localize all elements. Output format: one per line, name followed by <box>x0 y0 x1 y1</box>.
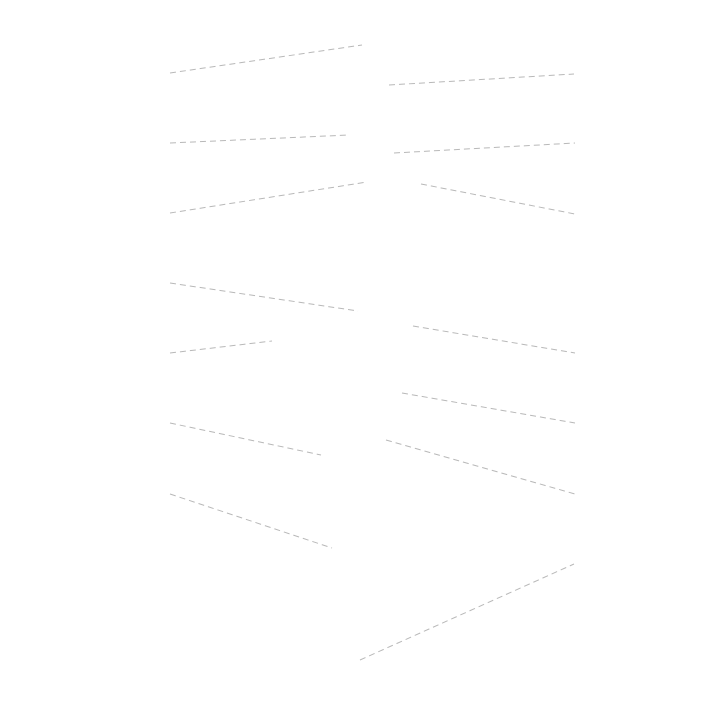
connector-line <box>412 325 576 354</box>
connector-line <box>169 44 363 74</box>
connector-line <box>388 73 575 86</box>
connector-line <box>169 340 273 354</box>
connector-line <box>169 134 350 144</box>
connector-line <box>169 422 322 456</box>
connector-line <box>169 181 368 214</box>
connector-line <box>169 282 359 312</box>
connector-line <box>420 183 576 215</box>
connector-line <box>359 563 575 661</box>
connector-line <box>169 493 333 549</box>
connector-line <box>393 142 576 154</box>
connector-line <box>385 439 576 495</box>
connector-line <box>401 392 576 424</box>
